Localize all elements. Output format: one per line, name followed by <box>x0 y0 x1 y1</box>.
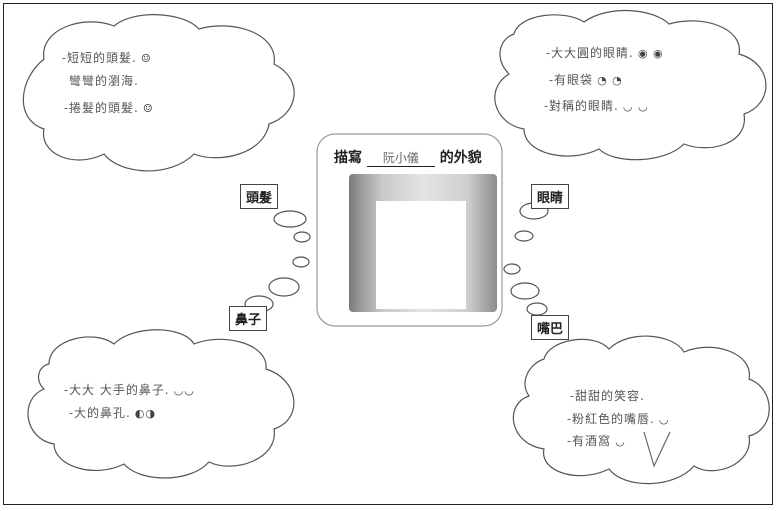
mouth-line-3: -有酒窩◡ <box>567 434 626 448</box>
eyes-cloud <box>494 10 767 161</box>
eyes-line-3: -對稱的眼睛.◡ ◡ <box>544 99 649 113</box>
cloud-drawings <box>22 10 770 485</box>
eyes-line-2: -有眼袋◔ ◔ <box>549 73 623 87</box>
eyes-line-1: -大大圓的眼睛.◉ ◉ <box>546 46 664 60</box>
bubble <box>268 277 300 297</box>
name-blank: 阮小儀 <box>366 149 435 167</box>
bubble <box>292 256 310 268</box>
dimple-icon: ◡ <box>615 435 626 448</box>
hair-line-3: -捲髮的頭髮.☺ <box>64 101 154 115</box>
eye-bags-icon: ◔ ◔ <box>597 74 623 87</box>
nostril-icon: ◐◑ <box>134 407 157 420</box>
label-eyes: 眼睛 <box>531 184 570 209</box>
title-suffix: 的外貌 <box>439 150 482 166</box>
mouth-sketch <box>643 431 671 468</box>
bubble <box>503 263 521 275</box>
mouth-line-1: -甜甜的笑容. <box>570 389 645 403</box>
hair-line-1: -短短的頭髮.☺ <box>62 51 152 65</box>
center-box <box>316 133 503 327</box>
label-mouth: 嘴巴 <box>531 315 570 340</box>
center-title: 描寫 阮小儀 的外貌 <box>334 147 482 167</box>
nose-line-2: -大的鼻孔.◐◑ <box>69 406 157 420</box>
mouth-cloud <box>512 335 770 485</box>
mind-map-sheet: 描寫 阮小儀 的外貌 頭髮 眼睛 鼻子 嘴巴 -短短的頭髮.☺ 彎彎的瀏海. -… <box>3 3 773 505</box>
nose-line-1: -大大 大手的鼻子.◡◡ <box>64 383 195 397</box>
face-icon: ☺ <box>142 102 154 115</box>
eyes-icon: ◡ ◡ <box>622 100 649 113</box>
face-icon: ☺ <box>140 52 152 65</box>
eyes-icon: ◉ ◉ <box>637 47 664 60</box>
nose-icon: ◡◡ <box>173 384 195 397</box>
nose-cloud <box>27 329 295 479</box>
bubble <box>526 302 548 316</box>
bubble <box>514 230 534 242</box>
label-hair: 頭髮 <box>240 184 279 209</box>
hair-cloud <box>22 14 295 172</box>
bubble <box>293 231 311 243</box>
hair-line-2: 彎彎的瀏海. <box>69 74 139 88</box>
photo-redaction <box>376 201 466 309</box>
title-prefix: 描寫 <box>334 150 362 166</box>
lips-icon: ◡ <box>658 413 670 426</box>
label-nose: 鼻子 <box>229 306 268 331</box>
mouth-line-2: -粉紅色的嘴唇.◡ <box>567 412 670 426</box>
bubble <box>273 210 307 228</box>
bubble <box>510 282 540 300</box>
